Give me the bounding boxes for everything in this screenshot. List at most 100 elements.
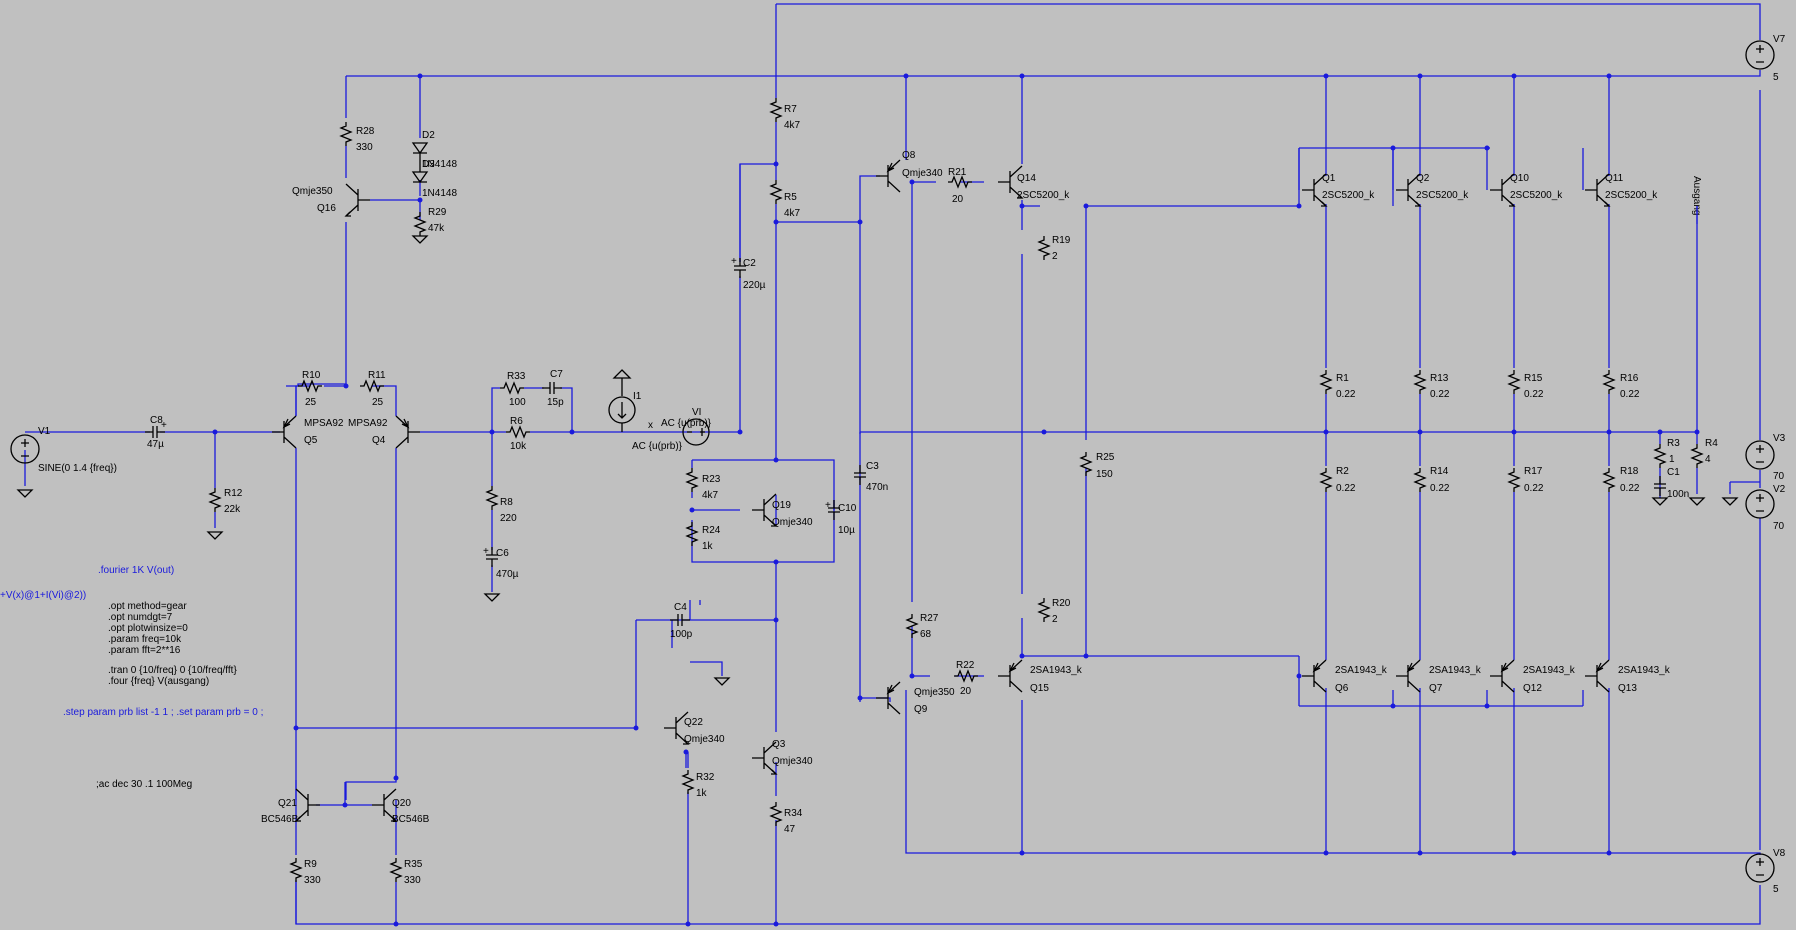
capacitor-c8[interactable]: + C8 47µ (144, 415, 167, 450)
voltage-source-v2[interactable]: V2 70 (1745, 484, 1786, 532)
voltage-source-v8[interactable]: V8 5 (1745, 848, 1786, 895)
directive-fourier[interactable]: .fourier 1K V(out) (98, 565, 174, 576)
svg-text:0.22: 0.22 (1620, 483, 1640, 494)
svg-text:15p: 15p (547, 397, 564, 408)
svg-text:Ausgang: Ausgang (1691, 176, 1702, 215)
svg-text:R8: R8 (500, 497, 513, 508)
voltage-source-v7[interactable]: V7 5 (1745, 34, 1786, 83)
voltage-source-vi[interactable]: VI x AC {u(prb)} AC {u(prb)} (632, 407, 712, 452)
capacitor-c2[interactable]: + C2 220µ (731, 164, 766, 291)
current-source-i1[interactable]: I1 (608, 369, 642, 432)
voltage-source-v3[interactable]: V3 70 (1745, 433, 1786, 482)
svg-text:R27: R27 (920, 613, 939, 624)
svg-text:1N4148: 1N4148 (422, 159, 457, 170)
capacitor-c10[interactable]: + C10 10µ (825, 499, 857, 536)
capacitor-c3[interactable]: C3 470n (853, 461, 888, 493)
svg-text:0.22: 0.22 (1524, 389, 1544, 400)
spice-directives[interactable]: .fourier 1K V(out) +V(x)@1+I(Vi)@2)) .op… (0, 565, 263, 790)
diode-d2[interactable]: D2 1N4148 D3 1N4148 (411, 130, 457, 199)
svg-text:R9: R9 (304, 859, 317, 870)
transistor-q7[interactable]: 2SA1943_kQ7 (1395, 659, 1482, 694)
voltage-source-v1[interactable]: V1 SINE(0 1.4 {freq}) (10, 426, 117, 474)
net-label-out[interactable]: Ausgang (1691, 176, 1702, 224)
svg-text:47µ: 47µ (147, 439, 164, 450)
svg-text:47k: 47k (428, 223, 445, 234)
svg-text:70: 70 (1773, 521, 1785, 532)
transistor-q6[interactable]: 2SA1943_kQ6 (1301, 659, 1388, 694)
svg-text:C6: C6 (496, 548, 509, 559)
capacitor-c4[interactable]: C4 100p (669, 602, 693, 640)
svg-text:.four {freq} V(ausgang): .four {freq} V(ausgang) (108, 676, 209, 687)
resistor-r3[interactable]: R31 (1654, 438, 1680, 469)
resistor-r4[interactable]: R44 (1691, 438, 1718, 469)
svg-text:2SA1943_k: 2SA1943_k (1030, 665, 1083, 676)
capacitor-c1[interactable]: C1 100n (1653, 467, 1689, 500)
capacitor-c7[interactable]: C7 15p (541, 369, 564, 408)
capacitor-c6[interactable]: + C6 470µ (483, 546, 519, 580)
ground-icon (1689, 497, 1705, 506)
directive-step[interactable]: .step param prb list -1 1 ; .set param p… (63, 707, 263, 718)
resistor-r2[interactable]: R20.22 (1320, 466, 1356, 494)
svg-text:AC {u(prb)}: AC {u(prb)} (632, 441, 683, 452)
svg-text:.opt method=gear: .opt method=gear (108, 601, 187, 612)
directive-ac-comment[interactable]: ;ac dec 30 .1 100Meg (96, 779, 192, 790)
resistor-r1[interactable]: R10.22 (1320, 369, 1356, 400)
svg-text:R35: R35 (404, 859, 423, 870)
junction-dots (212, 73, 1700, 927)
svg-text:MPSA92: MPSA92 (304, 418, 344, 429)
svg-text:10µ: 10µ (838, 525, 855, 536)
directive-options[interactable]: .opt method=gear .opt numdgt=7 .opt plot… (108, 601, 237, 687)
svg-text:Q16: Q16 (317, 203, 336, 214)
svg-text:R28: R28 (356, 126, 375, 137)
directive-meas[interactable]: +V(x)@1+I(Vi)@2)) (0, 590, 86, 601)
svg-text:4k7: 4k7 (784, 120, 801, 131)
